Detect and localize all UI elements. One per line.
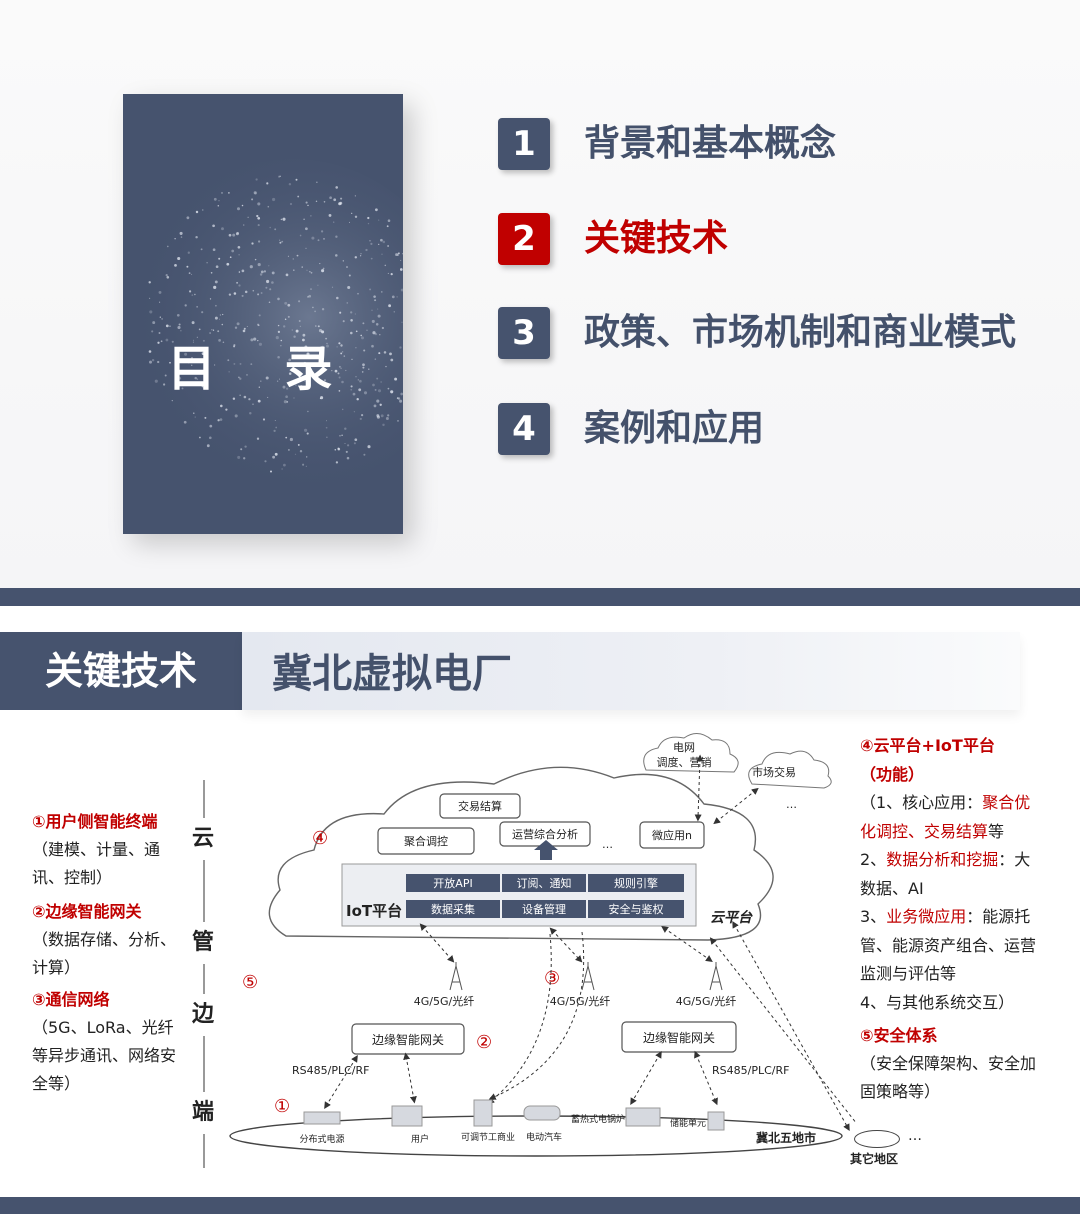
toc-number: 2 (498, 213, 550, 265)
svg-text:订阅、通知: 订阅、通知 (517, 876, 572, 890)
cover-panel: 目 录 (123, 94, 403, 534)
marker-5: ⑤ (242, 972, 258, 993)
note-security: ⑤安全体系 （安全保障架构、安全加固策略等） (860, 1022, 1036, 1106)
note-cloud-platform: ④云平台+IoT平台 （功能） （1、核心应用：聚合优化调控、交易结算等 2、数… (860, 732, 1036, 1017)
slide-title: 冀北虚拟电厂 (272, 651, 512, 697)
device-label: 用户 (411, 1133, 429, 1145)
device-label: 蓄热式电锅炉 (571, 1113, 625, 1125)
divider-band (0, 588, 1080, 606)
protocol-right: RS485/PLC/RF (712, 1064, 789, 1077)
ellipsis: … (786, 798, 797, 811)
layer-pipe: 管 (182, 922, 224, 964)
globe-graphic (128, 159, 403, 489)
layer-end: 端 (182, 1092, 224, 1134)
note-body: （建模、计量、通讯、控制） (32, 840, 161, 887)
device-label: 储能单元 (670, 1117, 706, 1129)
toc-number: 4 (498, 403, 550, 455)
app-micro: 微应用n (652, 828, 692, 842)
gateway-left: 边缘智能网关 (372, 1032, 444, 1047)
protocol-left: RS485/PLC/RF (292, 1064, 369, 1077)
device-label: 分布式电源 (299, 1133, 344, 1145)
toc-label: 政策、市场机制和商业模式 (584, 312, 1017, 353)
note-body: （数据存储、分析、计算） (32, 930, 177, 977)
note-title: ④云平台+IoT平台 (860, 736, 995, 755)
note-title: ①用户侧智能终端 (32, 812, 158, 831)
cloud-label: 云平台 (710, 909, 753, 926)
iot-row1: 开放API 订阅、通知 规则引擎 (406, 874, 684, 892)
note-title: ②边缘智能网关 (32, 902, 142, 921)
iot-row2: 数据采集 设备管理 安全与鉴权 (406, 900, 684, 918)
footer-band (0, 1197, 1080, 1214)
tower-icon (449, 962, 723, 991)
iot-label: IoT平台 (346, 902, 402, 920)
note-title: ③通信网络 (32, 990, 110, 1009)
device-icons (303, 1099, 725, 1131)
layer-cloud: 云 (182, 818, 224, 860)
subheader-bar (242, 632, 1020, 710)
toc-label: 关键技术 (584, 218, 729, 259)
note-sub: （功能） (860, 764, 925, 784)
other-ellipsis: … (908, 1128, 922, 1144)
toc-item-2[interactable]: 2 关键技术 (498, 213, 1058, 269)
grid-label: 电网 (673, 741, 695, 754)
note-line-4: 4、与其他系统交互） (860, 992, 1015, 1012)
toc-number: 3 (498, 307, 550, 359)
device-label: 电动汽车 (526, 1131, 562, 1143)
toc-label: 背景和基本概念 (584, 123, 837, 164)
app-trade: 交易结算 (458, 799, 502, 813)
note-body: （5G、LoRa、光纤等异步通讯、网络安全等） (32, 1018, 177, 1093)
device-label: 可调节工商业 (461, 1131, 515, 1143)
net-label: 4G/5G/光纤 (414, 994, 474, 1008)
up-arrow-icon (534, 840, 558, 860)
app-ops: 运营综合分析 (512, 827, 578, 841)
cover-title: 目 录 (167, 341, 359, 397)
other-region-ellipse (854, 1130, 900, 1148)
market-cloud (748, 750, 832, 789)
note-body: （安全保障架构、安全加固策略等） (860, 1054, 1037, 1101)
note-title: ⑤安全体系 (860, 1026, 938, 1045)
note-gateway: ②边缘智能网关 （数据存储、分析、计算） (32, 898, 182, 982)
grid-sublabel: 调度、营销 (657, 755, 712, 769)
net-label: 4G/5G/光纤 (550, 994, 610, 1008)
note-line-1: （1、核心应用：聚合优化调控、交易结算等 (860, 793, 1031, 841)
net-label: 4G/5G/光纤 (676, 994, 736, 1008)
toc-label: 案例和应用 (584, 408, 765, 449)
svg-text:安全与鉴权: 安全与鉴权 (609, 902, 664, 916)
grid-cloud (643, 733, 739, 773)
toc-number: 1 (498, 118, 550, 170)
svg-text:设备管理: 设备管理 (522, 902, 566, 916)
other-region-label: 其它地区 (850, 1152, 899, 1166)
svg-text:数据采集: 数据采集 (431, 902, 475, 916)
marker-3: ③ (544, 968, 560, 989)
marker-4: ④ (312, 828, 328, 849)
app-ellipsis: … (602, 838, 613, 851)
marker-1: ① (274, 1096, 290, 1117)
market-label: 市场交易 (752, 765, 796, 779)
note-line-2: 2、数据分析和挖掘：大数据、AI (860, 850, 1031, 898)
toc-item-3[interactable]: 3 政策、市场机制和商业模式 (498, 307, 1058, 363)
toc-item-4[interactable]: 4 案例和应用 (498, 403, 1058, 459)
app-aggregate: 聚合调控 (404, 834, 448, 848)
region-label: 冀北五地市 (756, 1130, 816, 1145)
layer-edge: 边 (182, 994, 224, 1036)
layer-axis (203, 780, 205, 1168)
note-network: ③通信网络 （5G、LoRa、光纤等异步通讯、网络安全等） (32, 986, 182, 1098)
svg-text:规则引擎: 规则引擎 (614, 876, 658, 890)
architecture-diagram: 电网 调度、营销 市场交易 … 交易结算 聚合调控 运营综合分析 … 微应用n … (229, 733, 856, 1157)
note-terminal: ①用户侧智能终端 （建模、计量、通讯、控制） (32, 808, 182, 892)
note-line-3: 3、业务微应用：能源托管、能源资产组合、运营监测与评估等 (860, 907, 1037, 983)
marker-2: ② (476, 1032, 492, 1053)
gateway-right: 边缘智能网关 (643, 1030, 715, 1045)
toc-item-1[interactable]: 1 背景和基本概念 (498, 118, 1058, 174)
section-header: 关键技术 (0, 632, 242, 710)
svg-text:开放API: 开放API (433, 876, 472, 890)
